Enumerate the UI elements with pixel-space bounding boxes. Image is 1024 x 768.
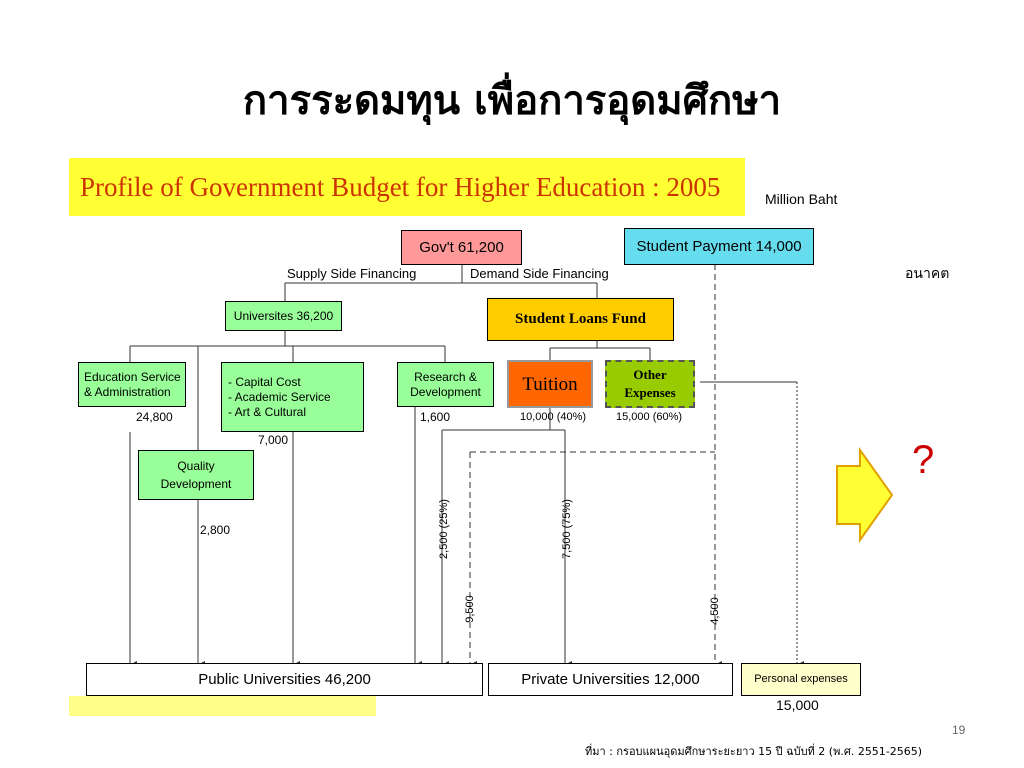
highlight-strip [69,696,376,716]
slide-title: การระดมทุน เพื่อการอุดมศึกษา [242,78,782,124]
capital-cost-box: - Capital Cost - Academic Service - Art … [221,362,364,432]
student-loans-fund-box: Student Loans Fund [487,298,674,341]
banner-background [69,158,745,216]
tuition-value: 10,000 (40%) [520,411,587,423]
capital-line1: - Capital Cost [228,374,301,389]
unit-label: Million Baht [765,191,838,207]
govt-box: Gov't 61,200 [401,230,522,265]
source-note: ที่มา : กรอบแผนอุดมศึกษาระยะยาว 15 ปี ฉบ… [585,745,923,758]
universities-box: Universites 36,200 [225,301,342,331]
public-universities-box: Public Universities 46,200 [86,663,483,696]
capital-line3: - Art & Cultural [228,404,307,419]
student-payment-box: Student Payment 14,000 [624,228,814,265]
private-universities-box: Private Universities 12,000 [488,663,733,696]
other-value: 15,000 (60%) [616,411,683,423]
research-box: Research & Development [397,362,494,407]
payment-to-private-value: 4,500 [709,597,721,625]
question-mark: ? [912,438,935,482]
capital-value: 7,000 [258,433,289,447]
banner-title: Profile of Government Budget for Higher … [80,172,721,202]
page-number: 19 [952,723,966,737]
other-expenses-box: Other Expenses [605,360,695,408]
education-service-value: 24,800 [136,410,173,424]
tuition-box: Tuition [507,360,593,408]
personal-value: 15,000 [776,697,819,713]
to-public-value: 2,500 (25%) [438,499,450,559]
research-value: 1,600 [420,410,451,424]
research-line2: Development [410,384,481,399]
supply-side-label: Supply Side Financing [287,266,417,281]
education-service-box: Education Service & Administration [78,362,186,407]
research-line1: Research & [414,369,477,384]
quality-line2: Development [160,477,232,491]
demand-side-label: Demand Side Financing [470,266,609,281]
quality-development-box: Quality Development [138,450,254,500]
other-line2: Expenses [624,385,676,400]
future-arrow [836,446,894,544]
to-private-value: 7,500 (75%) [561,499,573,559]
capital-line2: - Academic Service [228,389,331,404]
education-service-line2: & Administration [84,384,171,399]
dashed-to-public-value: 9,500 [464,595,476,623]
future-label: อนาคต [905,265,950,281]
quality-value: 2,800 [200,523,231,537]
quality-line1: Quality [177,459,215,473]
personal-expenses-box: Personal expenses [741,663,861,696]
education-service-line1: Education Service [84,369,181,384]
other-line1: Other [633,367,667,382]
